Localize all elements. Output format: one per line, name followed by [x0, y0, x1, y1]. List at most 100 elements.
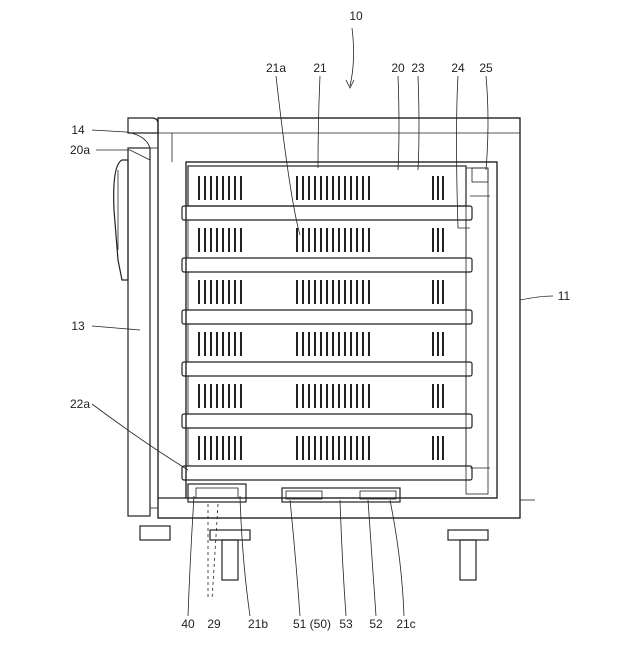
vent-slot	[356, 436, 358, 460]
vent-slot	[228, 280, 230, 304]
vent-slot	[332, 436, 334, 460]
vent-slot	[320, 436, 322, 460]
vent-slot	[344, 228, 346, 252]
vent-slot	[442, 332, 444, 356]
reference-labels: 10 21a 21 20 23 24 25 14 20a 11 13 22a 4…	[70, 9, 571, 631]
vent-slot	[344, 176, 346, 200]
vent-slot	[302, 332, 304, 356]
door	[114, 118, 170, 540]
vent-slot	[368, 384, 370, 408]
vent-slot	[296, 436, 298, 460]
vent-slot	[320, 228, 322, 252]
vent-slot	[320, 384, 322, 408]
vent-slot	[432, 436, 434, 460]
vent-slot	[308, 176, 310, 200]
vent-slot	[296, 228, 298, 252]
vent-slot	[350, 332, 352, 356]
vent-slot	[216, 228, 218, 252]
vent-slot	[332, 280, 334, 304]
vent-slot	[442, 384, 444, 408]
vent-slot	[222, 228, 224, 252]
vent-slot	[302, 436, 304, 460]
vent-slot	[234, 436, 236, 460]
vent-slot	[314, 332, 316, 356]
vent-slot	[204, 228, 206, 252]
vent-slot	[228, 436, 230, 460]
vent-slot	[326, 228, 328, 252]
vent-slot	[204, 436, 206, 460]
vent-slot	[216, 384, 218, 408]
label-40: 40	[181, 617, 195, 631]
label-21: 21	[313, 61, 327, 75]
cabinet-body	[158, 118, 535, 518]
vent-slot	[344, 436, 346, 460]
vent-slot	[326, 436, 328, 460]
vent-slot	[314, 436, 316, 460]
label-20: 20	[391, 61, 405, 75]
vent-slot	[437, 176, 439, 200]
vent-slot	[362, 384, 364, 408]
vent-slot	[216, 436, 218, 460]
vent-slot	[234, 176, 236, 200]
vent-slot	[338, 436, 340, 460]
vent-slot	[432, 280, 434, 304]
vent-slot	[356, 280, 358, 304]
label-21b: 21b	[248, 617, 268, 631]
vent-slot	[432, 384, 434, 408]
vent-slot	[332, 332, 334, 356]
vent-slot	[320, 280, 322, 304]
vent-slot	[216, 332, 218, 356]
vent-slot	[332, 176, 334, 200]
vent-slot	[326, 280, 328, 304]
vent-slot	[338, 280, 340, 304]
vent-slot	[332, 228, 334, 252]
vent-slot	[308, 228, 310, 252]
vent-slot	[198, 332, 200, 356]
vent-slot	[332, 384, 334, 408]
vent-slot	[338, 228, 340, 252]
label-51-50: 51 (50)	[293, 617, 331, 631]
vent-slot	[368, 332, 370, 356]
vent-slot	[368, 436, 370, 460]
vent-slot	[437, 332, 439, 356]
vent-slot	[210, 176, 212, 200]
vent-slot	[240, 228, 242, 252]
vent-slot	[198, 228, 200, 252]
vent-slot	[222, 436, 224, 460]
label-20a: 20a	[70, 143, 90, 157]
vent-slot	[326, 176, 328, 200]
vent-slot	[326, 384, 328, 408]
vent-slot	[222, 176, 224, 200]
shelf-stack	[182, 166, 472, 480]
vent-slot	[198, 176, 200, 200]
vent-slot	[308, 332, 310, 356]
vent-slot	[234, 332, 236, 356]
vent-slot	[442, 176, 444, 200]
vent-slot	[314, 176, 316, 200]
vent-slot	[222, 384, 224, 408]
vent-slot	[302, 384, 304, 408]
label-25: 25	[479, 61, 493, 75]
vent-slot	[356, 176, 358, 200]
vent-slot	[228, 384, 230, 408]
vent-slot	[314, 384, 316, 408]
vent-slot	[338, 384, 340, 408]
vent-slot	[222, 332, 224, 356]
vent-slot	[368, 228, 370, 252]
vent-slot	[368, 176, 370, 200]
vent-slot	[240, 384, 242, 408]
vent-slot	[198, 384, 200, 408]
vent-slot	[442, 228, 444, 252]
vent-slot	[240, 436, 242, 460]
vent-slot	[350, 176, 352, 200]
vent-slot	[234, 280, 236, 304]
vent-slot	[344, 332, 346, 356]
vent-slot	[234, 228, 236, 252]
vent-slot	[240, 176, 242, 200]
label-21a: 21a	[266, 61, 286, 75]
vent-slot	[240, 332, 242, 356]
vent-slot	[338, 332, 340, 356]
label-52: 52	[369, 617, 383, 631]
vent-slot	[240, 280, 242, 304]
